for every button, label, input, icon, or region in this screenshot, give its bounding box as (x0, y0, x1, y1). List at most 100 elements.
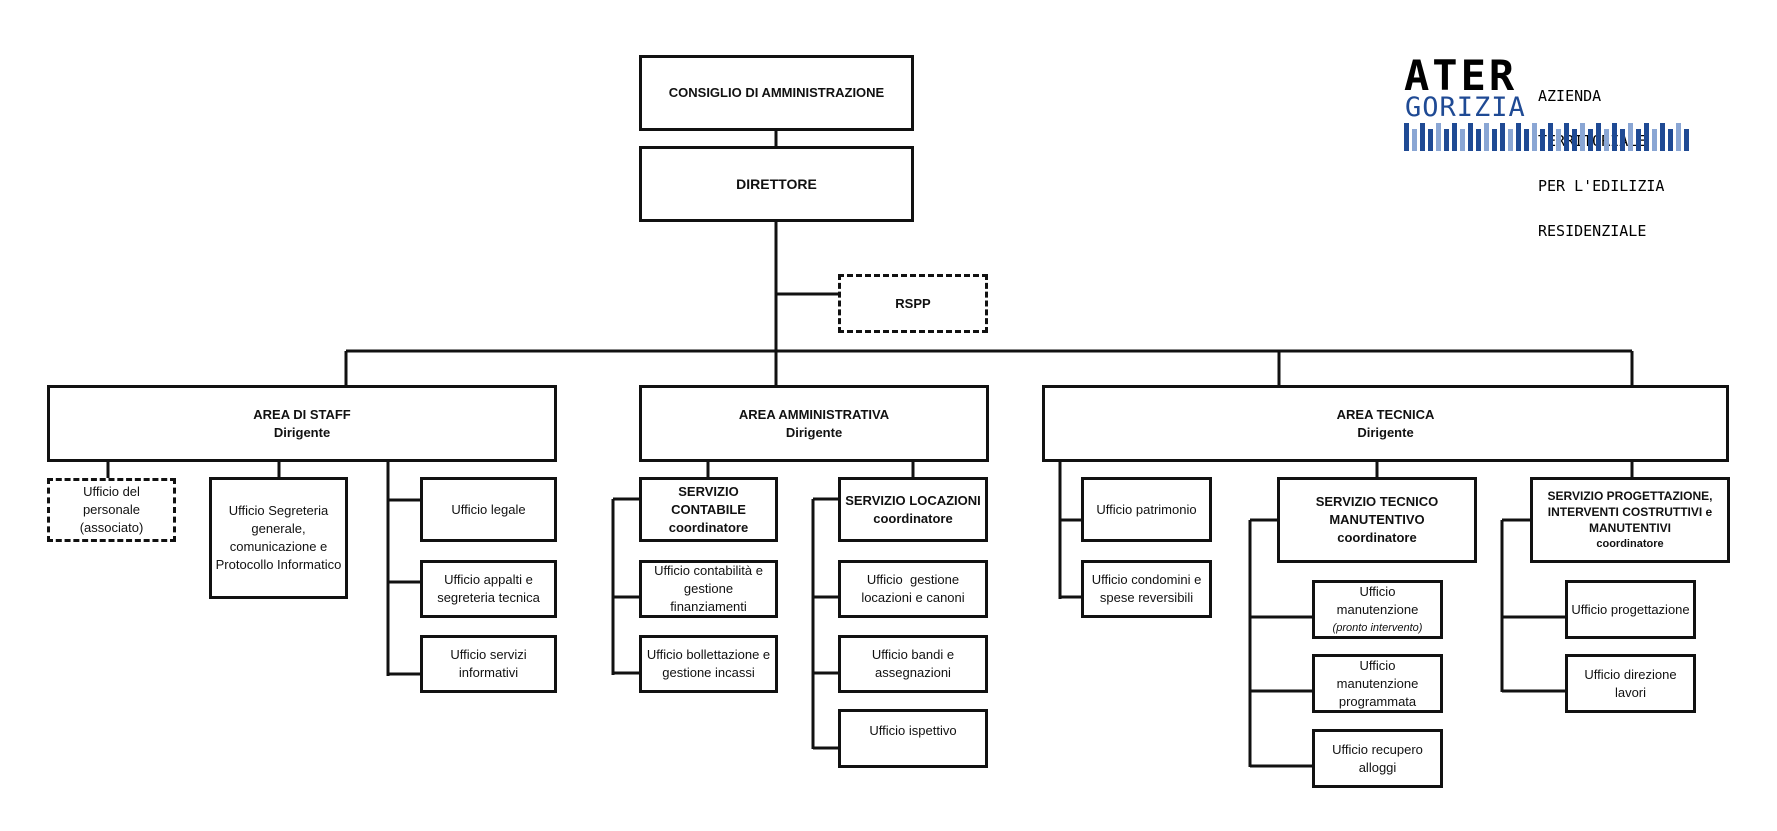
area-amministrativa-title: AREA AMMINISTRATIVA (738, 406, 890, 422)
area-tecnica-subtitle: Dirigente (1357, 424, 1414, 440)
label-line: locazioni e canoni (861, 590, 965, 605)
label-line: gestione finanziamenti (670, 581, 747, 614)
ater-logo: ATER GORIZIA AZIENDA TERRITORIALE PER L'… (1404, 55, 1704, 239)
logo-bar (1588, 129, 1593, 151)
box-ufficio-progettazione: Ufficio progettazione (1565, 580, 1696, 639)
box-consiglio-label: CONSIGLIO DI AMMINISTRAZIONE (668, 85, 885, 100)
logo-bar (1620, 129, 1625, 151)
label-line: lavori (1614, 684, 1647, 700)
label-line: MANUTENTIVO (1329, 512, 1425, 527)
box-ufficio-patrimonio: Ufficio patrimonio (1081, 477, 1212, 542)
logo-bar (1452, 123, 1457, 151)
logo-bar (1484, 123, 1489, 151)
label-line: generale, (251, 521, 306, 536)
box-servizio-manutentivo: SERVIZIO TECNICO MANUTENTIVO coordinator… (1277, 477, 1477, 563)
box-servizio-contabile: SERVIZIO CONTABILE coordinatore (639, 477, 778, 542)
label-line: assegnazioni (875, 665, 951, 680)
label-line: Ufficio appalti e (444, 572, 533, 587)
label-line: Ufficio gestione (866, 572, 960, 587)
logo-bar (1412, 129, 1417, 151)
label-line: Ufficio progettazione (1571, 601, 1690, 617)
box-ufficio-condomini: Ufficio condomini e spese reversibili (1081, 560, 1212, 618)
label-line: comunicazione e (229, 539, 328, 554)
box-ufficio-personale: Ufficio del personale (associato) (47, 478, 176, 542)
logo-bar (1476, 129, 1481, 151)
area-tecnica-title: AREA TECNICA (1336, 406, 1435, 422)
logo-bar (1636, 129, 1641, 151)
label-line: alloggi (1358, 759, 1397, 775)
label-line: Ufficio bollettazione e (646, 647, 771, 662)
label-line: coordinatore (1596, 538, 1664, 550)
label-line: MANUTENTIVI (1589, 521, 1671, 535)
logo-bar (1492, 129, 1497, 151)
logo-bar (1540, 129, 1545, 151)
label-line: SERVIZIO CONTABILE (671, 483, 746, 517)
box-direttore-label: DIRETTORE (736, 176, 817, 192)
logo-bar (1516, 123, 1521, 151)
label-line: coordinatore (873, 510, 953, 526)
logo-line: RESIDENZIALE (1538, 222, 1647, 240)
box-ufficio-manutenzione-programmata: Ufficio manutenzione programmata (1312, 654, 1443, 713)
label-line: SERVIZIO TECNICO (1315, 494, 1439, 509)
label-line: Ufficio manutenzione (1336, 657, 1419, 691)
box-direttore: DIRETTORE (639, 146, 914, 222)
box-consiglio: CONSIGLIO DI AMMINISTRAZIONE (639, 55, 914, 131)
box-ufficio-informativi: Ufficio servizi informativi (420, 635, 557, 693)
label-line: Protocollo Informatico (215, 557, 342, 572)
box-servizio-progettazione: SERVIZIO PROGETTAZIONE, INTERVENTI COSTR… (1530, 477, 1730, 563)
logo-bar (1468, 123, 1473, 151)
label-line: coordinatore (1337, 530, 1417, 545)
logo-bar (1596, 123, 1601, 151)
label-line: programmata (1338, 693, 1417, 709)
box-rspp: RSPP (838, 274, 988, 333)
logo-bar (1684, 129, 1689, 151)
logo-bar (1564, 123, 1569, 151)
label-line: SERVIZIO LOCAZIONI (845, 492, 981, 508)
box-ufficio-segreteria: Ufficio Segreteria generale, comunicazio… (209, 477, 348, 599)
logo-line: AZIENDA (1538, 87, 1602, 105)
label-line: Ufficio bandi e (871, 647, 955, 662)
label-line: Ufficio direzione (1584, 666, 1677, 682)
area-staff-title: AREA DI STAFF (253, 406, 351, 422)
label-line: Ufficio condomini e (1091, 572, 1202, 587)
label-line: Ufficio contabilità e (654, 563, 763, 578)
logo-bar (1404, 123, 1409, 151)
box-ufficio-contabilita: Ufficio contabilità e gestione finanziam… (639, 560, 778, 618)
logo-tagline: AZIENDA TERRITORIALE PER L'EDILIZIA RESI… (1538, 59, 1664, 269)
label-line: Ufficio manutenzione (1336, 583, 1419, 617)
box-area-staff: AREA DI STAFF Dirigente (47, 385, 557, 462)
box-ufficio-bollettazione: Ufficio bollettazione e gestione incassi (639, 635, 778, 693)
logo-city: GORIZIA (1405, 92, 1526, 123)
label-line: gestione incassi (662, 665, 755, 680)
logo-bar (1508, 129, 1513, 151)
logo-bar (1444, 129, 1449, 151)
logo-bar (1612, 123, 1617, 151)
logo-bar (1580, 123, 1585, 151)
box-ufficio-recupero-alloggi: Ufficio recupero alloggi (1312, 729, 1443, 788)
area-staff-subtitle: Dirigente (273, 424, 331, 440)
label-line: SERVIZIO PROGETTAZIONE, (1547, 489, 1713, 503)
label-line: informativi (458, 665, 519, 680)
logo-bar (1652, 129, 1657, 151)
logo-line: PER L'EDILIZIA (1538, 177, 1665, 195)
logo-bar (1668, 129, 1673, 151)
logo-bars-graphic (1404, 123, 1689, 151)
label-line: Ufficio Segreteria (228, 503, 329, 518)
logo-bar (1428, 129, 1433, 151)
logo-bar (1532, 123, 1537, 151)
box-ufficio-gestione-locazioni: Ufficio gestione locazioni e canoni (838, 560, 988, 618)
label-line: INTERVENTI COSTRUTTIVI e (1547, 505, 1713, 519)
box-ufficio-direzione-lavori: Ufficio direzione lavori (1565, 654, 1696, 713)
logo-bar (1524, 129, 1529, 151)
box-ufficio-ispettivo: Ufficio ispettivo (838, 709, 988, 768)
label-line: Ufficio servizi (450, 647, 527, 662)
box-ufficio-pronto-intervento: Ufficio manutenzione (pronto intervento) (1312, 580, 1443, 639)
logo-bar (1572, 129, 1577, 151)
logo-bar (1628, 123, 1633, 151)
box-servizio-locazioni: SERVIZIO LOCAZIONI coordinatore (838, 477, 988, 542)
label-line: Ufficio ispettivo (869, 723, 957, 738)
box-ufficio-appalti: Ufficio appalti e segreteria tecnica (420, 560, 557, 618)
logo-bar (1500, 123, 1505, 151)
label-line: (pronto intervento) (1332, 621, 1423, 634)
